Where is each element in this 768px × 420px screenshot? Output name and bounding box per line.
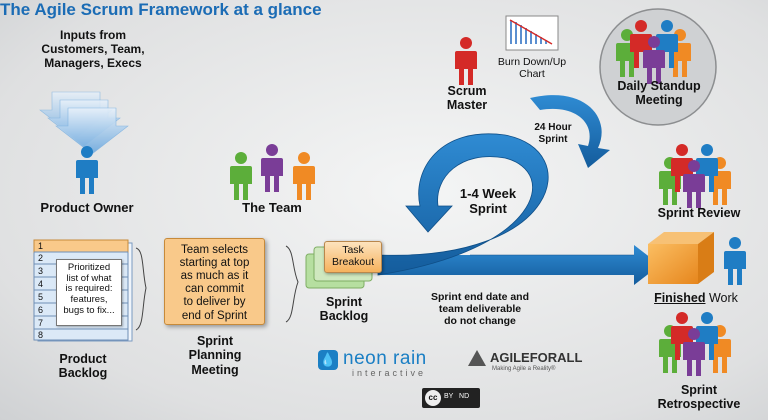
sprint-backlog-label: Sprint Backlog bbox=[304, 295, 384, 324]
work-word: Work bbox=[705, 291, 738, 305]
sprint-end-line-2: team deliverable bbox=[438, 303, 522, 316]
sprint-retrospective-label: Sprint Retrospective bbox=[640, 383, 758, 412]
sprint-planning-label: Sprint Planning Meeting bbox=[170, 334, 260, 377]
scrum-master-line-2: Master bbox=[446, 98, 488, 113]
inputs-line-2: Customers, Team, bbox=[41, 41, 145, 56]
burndown-label: Burn Down/Up Chart bbox=[486, 56, 578, 80]
inputs-line-3: Managers, Execs bbox=[44, 55, 142, 70]
retrospective-line-1: Sprint bbox=[680, 383, 718, 397]
page-title: The Agile Scrum Framework at a glance bbox=[0, 0, 322, 19]
backlog-row-4: 4 bbox=[38, 279, 44, 289]
product-owner-label: Product Owner bbox=[40, 200, 134, 215]
cc-icon: cc bbox=[425, 390, 441, 406]
planning-note-line-1: Team selects bbox=[180, 244, 249, 256]
backlog-row-5: 5 bbox=[38, 292, 44, 302]
backlog-row-6: 6 bbox=[38, 305, 44, 315]
task-card-line-1: Task bbox=[342, 244, 364, 256]
burndown-line-2: Chart bbox=[519, 68, 545, 81]
hour-sprint-line-2: Sprint bbox=[538, 133, 568, 145]
sprint-review-label: Sprint Review bbox=[657, 206, 741, 220]
scrum-master-person bbox=[455, 37, 477, 85]
planning-note-line-3: as much as it bbox=[180, 270, 249, 283]
burndown-chart-icon bbox=[505, 15, 559, 51]
the-team-label: The Team bbox=[242, 200, 302, 215]
sprint-review-people bbox=[659, 144, 731, 208]
daily-standup-line-1: Daily Standup bbox=[617, 79, 701, 93]
planning-label-line-1: Sprint bbox=[196, 334, 234, 348]
daily-standup-label: Daily Standup Meeting bbox=[604, 79, 714, 108]
backlog-row-3: 3 bbox=[38, 266, 44, 276]
sprint-backlog-line-1: Sprint bbox=[325, 295, 363, 309]
planning-note-line-4: can commit bbox=[185, 283, 244, 296]
task-breakout-card: Task Breakout bbox=[324, 241, 382, 273]
inputs-arrow-stack bbox=[39, 91, 129, 155]
sprint-end-line-1: Sprint end date and bbox=[430, 291, 529, 303]
scrum-master-line-1: Scrum bbox=[447, 84, 487, 98]
burndown-line-1: Burn Down/Up bbox=[497, 56, 567, 68]
finished-work-label: Finished Work bbox=[636, 291, 756, 305]
backlog-note-line-1: Prioritized bbox=[67, 262, 111, 273]
planning-bracket bbox=[285, 245, 299, 323]
product-backlog-line-2: Backlog bbox=[58, 366, 108, 381]
neon-rain-logo: 💧 neon rain interactive bbox=[318, 348, 454, 380]
agile-for-all-logo: AGILEFORALL Making Agile a Reality® bbox=[468, 350, 588, 378]
planning-label-line-2: Planning bbox=[188, 348, 242, 363]
retrospective-people bbox=[659, 312, 731, 376]
sprint-cycle-arrow bbox=[377, 95, 660, 285]
planning-note-line-2: starting at top bbox=[179, 257, 250, 270]
retrospective-line-2: Retrospective bbox=[657, 397, 741, 412]
cc-license-badges: BY ND bbox=[444, 393, 470, 400]
product-owner-person bbox=[76, 146, 98, 194]
week-sprint-line-2: Sprint bbox=[469, 200, 507, 216]
backlog-row-8: 8 bbox=[38, 330, 44, 340]
sprint-end-note: Sprint end date and team deliverable do … bbox=[412, 291, 548, 327]
finished-word: Finished bbox=[654, 291, 706, 305]
planning-note-line-5: to deliver by bbox=[183, 296, 246, 309]
scrum-master-label: Scrum Master bbox=[432, 84, 502, 113]
daily-standup-line-2: Meeting bbox=[635, 93, 683, 108]
agile-for-all-hex-icon bbox=[468, 350, 486, 366]
product-backlog-line-1: Product bbox=[59, 352, 107, 366]
backlog-row-1: 1 bbox=[38, 241, 44, 251]
inputs-label: Inputs from Customers, Team, Managers, E… bbox=[22, 28, 164, 70]
finished-work-person bbox=[724, 237, 746, 285]
backlog-note-line-5: bugs to fix... bbox=[63, 304, 115, 316]
team-people bbox=[230, 144, 315, 200]
planning-note-line-6: end of Sprint bbox=[181, 309, 248, 322]
week-sprint-line-1: 1-4 Week bbox=[459, 186, 517, 201]
backlog-row-2: 2 bbox=[38, 253, 44, 263]
creative-commons-badge: cc BY ND bbox=[422, 388, 480, 408]
agile-for-all-name: AGILEFORALL bbox=[490, 350, 583, 365]
hour-sprint-label: 24 Hour Sprint bbox=[524, 122, 582, 145]
task-card-line-2: Breakout bbox=[331, 256, 375, 269]
backlog-bracket bbox=[135, 247, 147, 331]
backlog-note-line-4: features, bbox=[70, 293, 108, 305]
neon-rain-name: neon rain bbox=[343, 348, 427, 369]
backlog-note-line-3: is required: bbox=[65, 283, 113, 295]
hour-sprint-line-1: 24 Hour bbox=[534, 122, 572, 133]
agile-for-all-sub: Making Agile a Reality® bbox=[492, 366, 556, 372]
neon-rain-sub: interactive bbox=[352, 368, 427, 378]
backlog-row-7: 7 bbox=[38, 318, 44, 328]
backlog-note-line-2: list of what bbox=[66, 272, 112, 284]
product-backlog-label: Product Backlog bbox=[40, 352, 126, 381]
sprint-planning-note: Team selects starting at top as much as … bbox=[164, 238, 265, 325]
sprint-end-line-3: do not change bbox=[444, 315, 516, 328]
inputs-line-1: Inputs from bbox=[60, 28, 126, 42]
week-sprint-label: 1-4 Week Sprint bbox=[452, 186, 524, 217]
neon-rain-drop-icon: 💧 bbox=[318, 350, 338, 370]
product-backlog-note: Prioritized list of what is required: fe… bbox=[56, 259, 122, 326]
finished-work-box bbox=[648, 232, 714, 284]
planning-label-line-3: Meeting bbox=[191, 362, 239, 377]
standup-people bbox=[616, 20, 691, 84]
sprint-backlog-line-2: Backlog bbox=[319, 309, 369, 324]
